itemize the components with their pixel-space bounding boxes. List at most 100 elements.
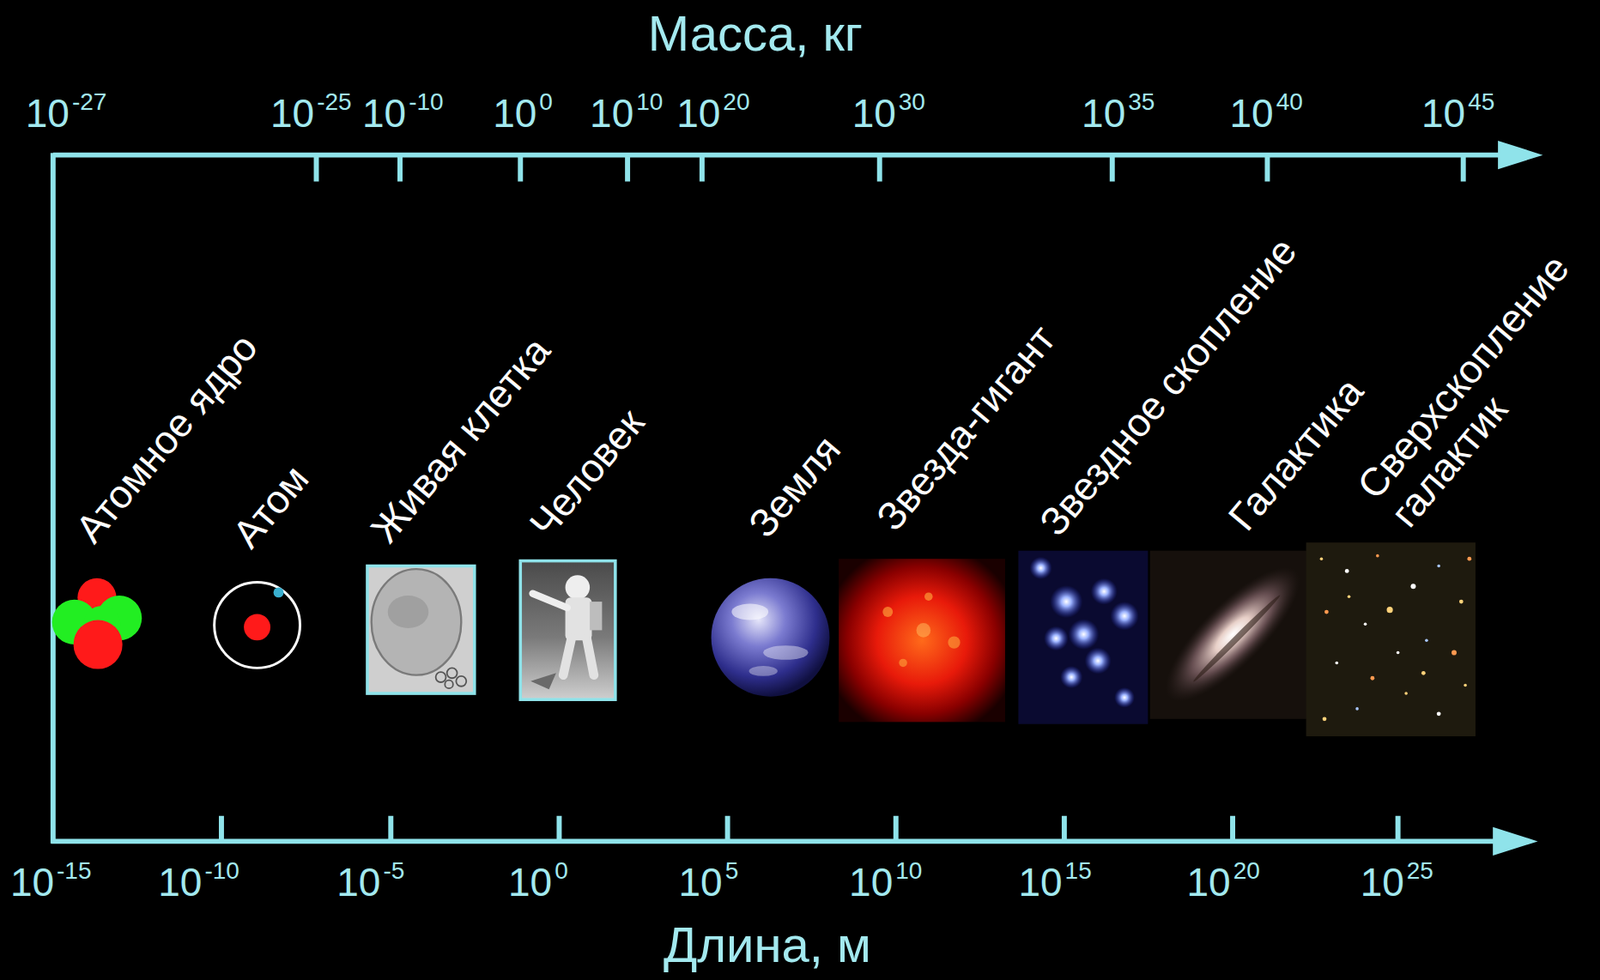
- arrow-head: [1492, 827, 1538, 856]
- galaxy-dot: [1451, 650, 1457, 656]
- tick-exponent: 35: [1127, 88, 1155, 116]
- cloud: [749, 666, 778, 677]
- cluster-star: [1109, 601, 1139, 631]
- mass-axis: [53, 152, 1509, 158]
- tick-label: 1025: [1360, 862, 1434, 903]
- galaxy-dot: [1345, 569, 1350, 574]
- tick-exponent: 10: [895, 857, 922, 885]
- tick-exponent: -5: [382, 857, 405, 885]
- galaxy-dot: [1355, 707, 1359, 711]
- galaxy-dot: [1459, 600, 1464, 605]
- sunspot: [898, 659, 908, 668]
- earth: [711, 578, 831, 697]
- sunspot: [924, 592, 934, 601]
- tick-exponent: 45: [1467, 88, 1495, 116]
- galaxy-dot: [1404, 691, 1408, 696]
- tick-exponent: -15: [56, 857, 91, 885]
- tick-base: 10: [1187, 860, 1231, 905]
- cluster-star: [1029, 557, 1052, 580]
- galaxy-dot: [1387, 606, 1394, 613]
- tick-base: 10: [1018, 860, 1062, 905]
- cluster-star: [1068, 618, 1100, 650]
- tick-label: 1020: [1187, 862, 1261, 903]
- tick-base: 10: [1081, 90, 1126, 136]
- tick-exponent: 20: [722, 88, 750, 116]
- left-axis: [50, 152, 56, 844]
- tick-exponent: 15: [1065, 857, 1092, 885]
- cloud: [731, 604, 769, 621]
- tick-label: 1010: [848, 862, 922, 903]
- galaxy-dot: [1324, 610, 1329, 615]
- galaxy-dot: [1424, 638, 1429, 643]
- object-label: Звезда-гигант: [867, 316, 1064, 539]
- cluster-star: [1043, 626, 1069, 652]
- galaxy-dot: [1335, 661, 1340, 666]
- arrow-head: [1497, 140, 1543, 170]
- tick-label: 10-5: [336, 862, 405, 903]
- galaxy-dot: [1370, 676, 1376, 681]
- cluster-star: [1049, 585, 1083, 619]
- galaxy-dot: [1320, 557, 1324, 561]
- astronaut-arm: [533, 593, 568, 609]
- tick-exponent: 30: [898, 88, 926, 116]
- galaxy: [1147, 549, 1318, 720]
- distant-galaxies: [1320, 554, 1473, 722]
- sunspot: [916, 623, 932, 638]
- sunspot: [947, 636, 960, 649]
- tick-label: 100: [492, 93, 553, 134]
- object-label: Сверхскопление галактик: [1348, 246, 1600, 535]
- astronaut-backpack: [589, 601, 602, 631]
- tick-label: 1010: [589, 93, 663, 134]
- tick-base: 10: [336, 860, 381, 905]
- galaxy-dot: [1436, 564, 1441, 569]
- galaxy-dot: [1410, 583, 1416, 589]
- tick-exponent: 20: [1233, 857, 1261, 885]
- tick-label: 1035: [1081, 93, 1155, 134]
- human-photo: [520, 561, 616, 701]
- lunar-rock: [530, 672, 557, 690]
- cell-body: [371, 569, 462, 676]
- tick-exponent: 10: [636, 88, 663, 116]
- tick-base: 10: [1421, 90, 1466, 136]
- cell-vesicle: [444, 680, 454, 690]
- object-name: Галактика: [1218, 369, 1372, 540]
- supercluster-photo: [1306, 542, 1476, 737]
- proton: [73, 620, 123, 670]
- galaxy-dot: [1363, 622, 1368, 626]
- tick-label: 10-10: [157, 862, 240, 903]
- dust-lane: [1191, 593, 1283, 685]
- object-label: Земля: [739, 427, 849, 546]
- cluster-star: [1060, 666, 1083, 689]
- cell-vesicle: [455, 676, 467, 687]
- tick-base: 10: [508, 860, 552, 905]
- object-label: Атом: [224, 457, 317, 557]
- tick-exponent: 5: [725, 857, 740, 885]
- axis-title-text: Длина, м: [663, 916, 872, 973]
- mass-ticks: [316, 155, 1464, 182]
- tick-base: 10: [10, 860, 55, 905]
- galaxy-dot: [1463, 684, 1467, 688]
- tick-label: 1015: [1018, 862, 1091, 903]
- tick-base: 10: [852, 90, 897, 136]
- cell-vesicle: [447, 667, 458, 679]
- tick-exponent: -27: [72, 88, 107, 116]
- sunspot: [882, 606, 893, 618]
- tick-base: 10: [157, 860, 202, 905]
- object-name: Человек: [520, 400, 653, 546]
- tick-label: 10-25: [270, 93, 352, 134]
- tick-label: 1040: [1229, 93, 1303, 134]
- tick-exponent: 0: [554, 857, 569, 885]
- tick-label: 100: [508, 862, 569, 903]
- galaxy-dot: [1322, 716, 1328, 722]
- tick-exponent: -10: [204, 857, 239, 885]
- tick-label: 10-27: [25, 93, 108, 134]
- object-label: Галактика: [1219, 369, 1372, 539]
- tick-label: 10-10: [362, 93, 444, 134]
- axis-title: Масса, кг: [648, 8, 863, 59]
- cell-nucleus: [387, 595, 430, 629]
- object-label: Человек: [521, 400, 653, 546]
- axis-title: Длина, м: [663, 920, 872, 970]
- tick-base: 10: [362, 90, 407, 136]
- tick-label: 1030: [852, 93, 926, 134]
- galaxy-dot: [1396, 651, 1400, 655]
